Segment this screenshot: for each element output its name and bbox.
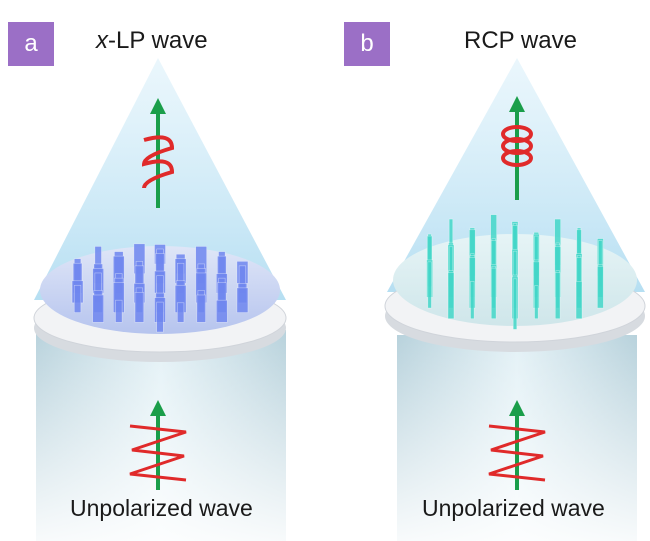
metasurface-b-illustration xyxy=(384,58,646,541)
input-wave-label-a: Unpolarized wave xyxy=(70,495,253,521)
output-linear-wave xyxy=(141,135,175,189)
nanopillar xyxy=(490,267,497,320)
nanopillar xyxy=(512,278,518,330)
nanopillar xyxy=(115,299,123,323)
nanopillar xyxy=(196,294,206,323)
panel-label-a: a xyxy=(8,22,54,66)
metasurface-a-illustration xyxy=(33,58,287,541)
nanopillar-array xyxy=(426,214,604,330)
nanopillar xyxy=(156,301,164,333)
nanopillar xyxy=(236,287,249,313)
nanopillar xyxy=(470,281,475,320)
nanopillar xyxy=(575,281,583,320)
output-circular-wave xyxy=(501,125,533,167)
nanopillar xyxy=(597,265,604,309)
nanopillar xyxy=(73,284,82,313)
input-unpolarized-wave xyxy=(488,424,546,482)
nanopillar xyxy=(427,261,432,309)
nanopillar xyxy=(177,302,185,323)
input-wave-label-b: Unpolarized wave xyxy=(422,495,605,521)
nanopillar xyxy=(134,292,145,323)
nanopillar xyxy=(447,272,455,320)
nanopillar xyxy=(92,294,104,323)
nanopillar xyxy=(554,272,561,320)
nanopillar xyxy=(216,299,228,323)
panel-a: a x-LP wave Unpolarized wave xyxy=(8,22,287,541)
panel-title-b: RCP wave xyxy=(464,27,577,54)
input-unpolarized-wave xyxy=(129,424,187,482)
nanopillar-array xyxy=(71,243,249,333)
panel-title-a: x-LP wave xyxy=(96,27,208,54)
panel-label-b: b xyxy=(344,22,390,66)
nanopillar xyxy=(534,285,539,320)
panel-b: b RCP wave Unpolarized wave xyxy=(325,0,650,541)
